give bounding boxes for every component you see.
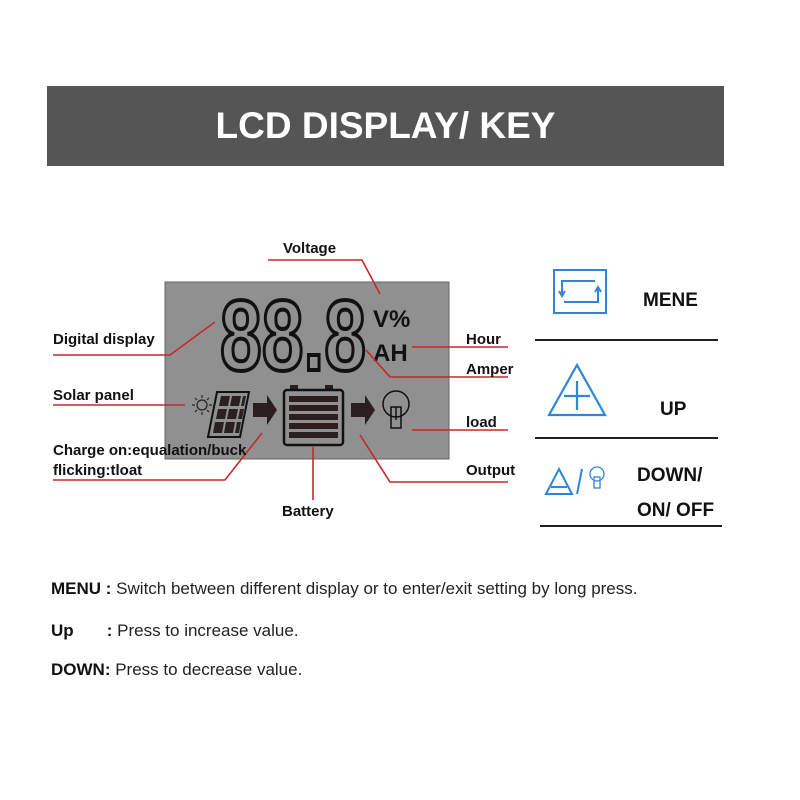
label-output: Output	[466, 462, 516, 479]
digits-group: 88.8	[218, 279, 368, 394]
label-hour: Hour	[466, 331, 501, 348]
sun-icon	[192, 395, 212, 415]
desc-key: MENU :	[51, 579, 112, 598]
label-voltage: Voltage	[283, 240, 337, 257]
label-battery: Battery	[282, 503, 334, 520]
description-down: DOWN: Press to decrease value.	[51, 660, 302, 680]
menu-cycle-icon[interactable]	[553, 269, 607, 314]
label-solar-panel: Solar panel	[53, 387, 134, 404]
triangle-bulb-icon[interactable]	[544, 466, 605, 495]
charge-arrow-icon	[253, 395, 277, 425]
page-title: LCD DISPLAY/ KEY	[215, 105, 556, 146]
unit-v-percent: V%	[373, 306, 410, 333]
leader-lines	[53, 259, 508, 500]
label-flicking: flicking:tloat	[53, 462, 143, 479]
output-arrow-icon	[351, 395, 375, 425]
lcd-digits: 88.8	[220, 281, 366, 393]
key-menu-label: MENE	[643, 290, 698, 311]
desc-text: Switch between different display or to e…	[111, 579, 638, 598]
desc-text: Press to increase value.	[112, 621, 299, 640]
key-up-label: UP	[660, 399, 687, 420]
key-onoff-label: ON/ OFF	[637, 500, 715, 521]
header-banner: LCD DISPLAY/ KEY	[47, 86, 724, 166]
label-charge-on: Charge on:equalation/buck	[53, 442, 247, 459]
description-up: Up : Press to increase value.	[51, 621, 299, 641]
desc-text: Press to decrease value.	[110, 660, 303, 679]
label-digital-display: Digital display	[53, 331, 155, 348]
bulb-icon	[382, 390, 410, 429]
lcd-screen	[164, 281, 450, 460]
desc-key: DOWN:	[51, 660, 111, 679]
unit-ah: AH	[373, 340, 408, 367]
label-load: load	[466, 414, 497, 431]
solar-panel-icon	[206, 391, 251, 438]
description-menu: MENU : Switch between different display …	[51, 579, 637, 599]
desc-key: Up :	[51, 621, 113, 640]
triangle-plus-icon[interactable]	[547, 362, 607, 417]
label-amper: Amper	[466, 361, 514, 378]
battery-icon	[282, 385, 345, 447]
key-down-label: DOWN/	[637, 465, 703, 486]
